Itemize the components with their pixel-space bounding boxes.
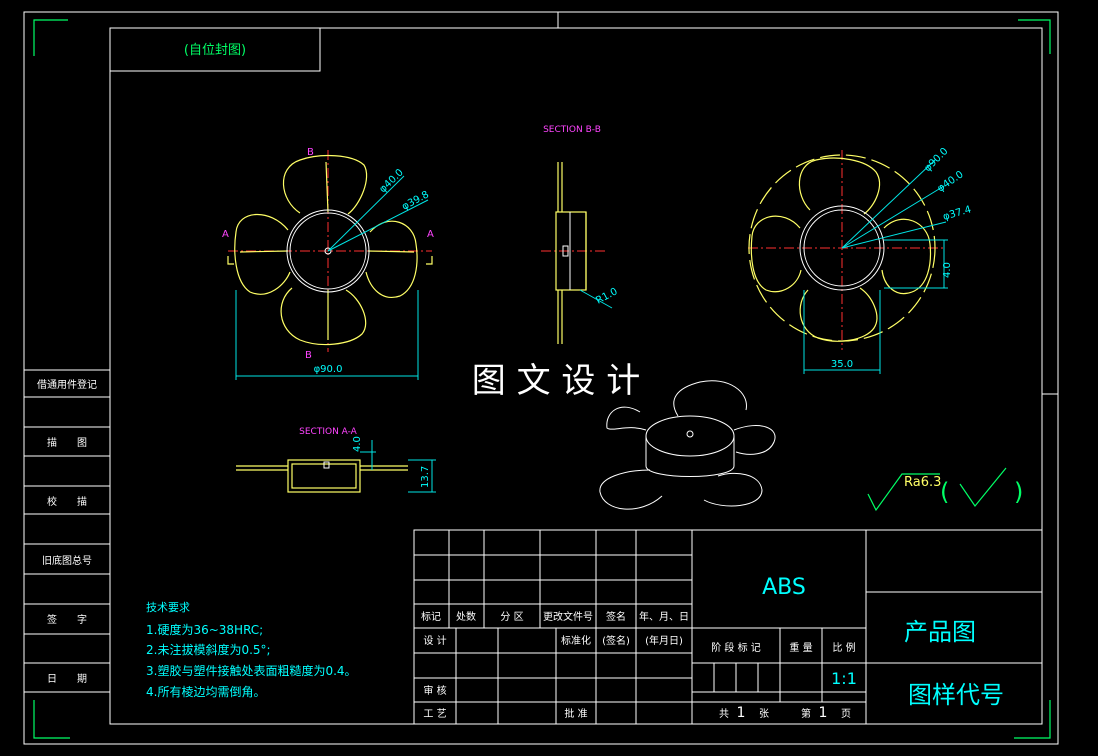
roughness-close: ): [1014, 478, 1023, 506]
view-label-a: A: [427, 229, 434, 240]
section-aa-view: SECTION A-A 4.0 13.7: [236, 427, 436, 493]
left-column: 借通用件登记 描 图 校 描 旧底图总号 签 字 日 期: [24, 378, 110, 693]
tb-weight: 重 量: [789, 641, 812, 654]
dim-front-d40: φ40.0: [377, 167, 405, 195]
tech-item: 4.所有棱边均需倒角。: [146, 684, 265, 699]
left-item: 旧底图总号: [42, 554, 92, 567]
tb-standardize: 标准化: [561, 634, 591, 647]
tb-design: 设 计: [423, 634, 446, 647]
tech-title: 技术要求: [146, 601, 190, 614]
tb-approve: 批 准: [564, 707, 587, 720]
roughness-open: (: [940, 478, 949, 506]
dim-front-d90: φ90.0: [314, 364, 343, 375]
view-label-b: B: [305, 350, 312, 361]
roughness-label: Ra6.3: [904, 475, 941, 490]
tb-scale-label: 比 例: [832, 641, 855, 654]
section-bb-view: SECTION B-B R1.0: [541, 125, 620, 344]
tech-item: 1.硬度为36~38HRC;: [146, 622, 263, 637]
tb-process: 工 艺: [423, 708, 446, 720]
tb-sign-paren: (签名): [602, 634, 630, 647]
title-block: 标记 处数 分 区 更改文件号 签名 年、月、日 设 计 标准化 (签名) (年…: [413, 529, 1043, 725]
left-item: 描 图: [47, 436, 87, 449]
dim-right-w35: 35.0: [831, 359, 853, 370]
tb-header-sign: 签名: [606, 610, 626, 623]
section-bb-title: SECTION B-B: [543, 125, 601, 135]
tech-item: 3.塑胶与塑件接触处表面粗糙度为0.4。: [146, 663, 357, 678]
roughness-symbol: Ra6.3 ( ): [867, 467, 1023, 512]
tb-header-mark: 标记: [421, 611, 441, 623]
dim-aa-h4: 4.0: [352, 436, 363, 452]
watermark: 图 文 设 计: [472, 361, 640, 401]
dim-right-d374: φ37.4: [942, 204, 973, 223]
view-label-b: B: [307, 147, 314, 158]
isometric-fan-view: [599, 380, 776, 510]
tb-date-paren: (年月日): [645, 634, 683, 647]
tech-item: 2.未注拔模斜度为0.5°;: [146, 642, 271, 657]
tb-header-count: 处数: [456, 610, 476, 623]
left-item: 校 描: [47, 495, 87, 508]
view-label-a: A: [222, 229, 229, 240]
tb-sheet-no: 1: [819, 705, 828, 721]
tb-scale-value: 1:1: [831, 669, 857, 688]
tb-header-change-doc: 更改文件号: [543, 610, 593, 623]
tb-product-name: 产品图: [904, 618, 976, 646]
dim-right-d90: φ90.0: [922, 146, 950, 174]
tech-requirements: 技术要求 1.硬度为36~38HRC; 2.未注拔模斜度为0.5°; 3.塑胶与…: [146, 601, 357, 699]
dim-aa-h137: 13.7: [420, 466, 431, 488]
left-item: 日 期: [47, 673, 87, 685]
tb-sheet-no-unit: 页: [841, 708, 851, 720]
mirror-tag-box: (自位封图): [109, 27, 321, 72]
tb-material: ABS: [762, 575, 806, 600]
tb-stage-mark: 阶 段 标 记: [711, 641, 761, 654]
dim-front-d398: φ39.8: [400, 189, 431, 212]
dim-bb-r1: R1.0: [594, 286, 619, 306]
left-item: 借通用件登记: [37, 378, 97, 391]
tb-sheets-total: 1: [737, 705, 746, 721]
tb-drawing-code: 图样代号: [908, 681, 1004, 709]
tb-sheets-unit: 张: [759, 708, 769, 720]
dim-right-d40: φ40.0: [936, 169, 966, 194]
left-item: 签 字: [47, 613, 87, 626]
tb-review: 审 核: [423, 684, 446, 697]
mirror-tag: (自位封图): [184, 43, 246, 58]
right-view: φ90.0 φ40.0 φ37.4 4.0 35.0: [748, 146, 973, 374]
tb-header-zone: 分 区: [500, 611, 523, 623]
tb-header-date: 年、月、日: [639, 610, 689, 623]
tb-sheet-no-pre: 第: [801, 707, 811, 720]
dim-right-h4: 4.0: [942, 262, 953, 278]
tb-sheets-total-pre: 共: [719, 708, 729, 720]
front-view: B B A A φ40.0 φ39.8 φ90.0: [222, 147, 434, 380]
section-aa-title: SECTION A-A: [299, 427, 358, 437]
